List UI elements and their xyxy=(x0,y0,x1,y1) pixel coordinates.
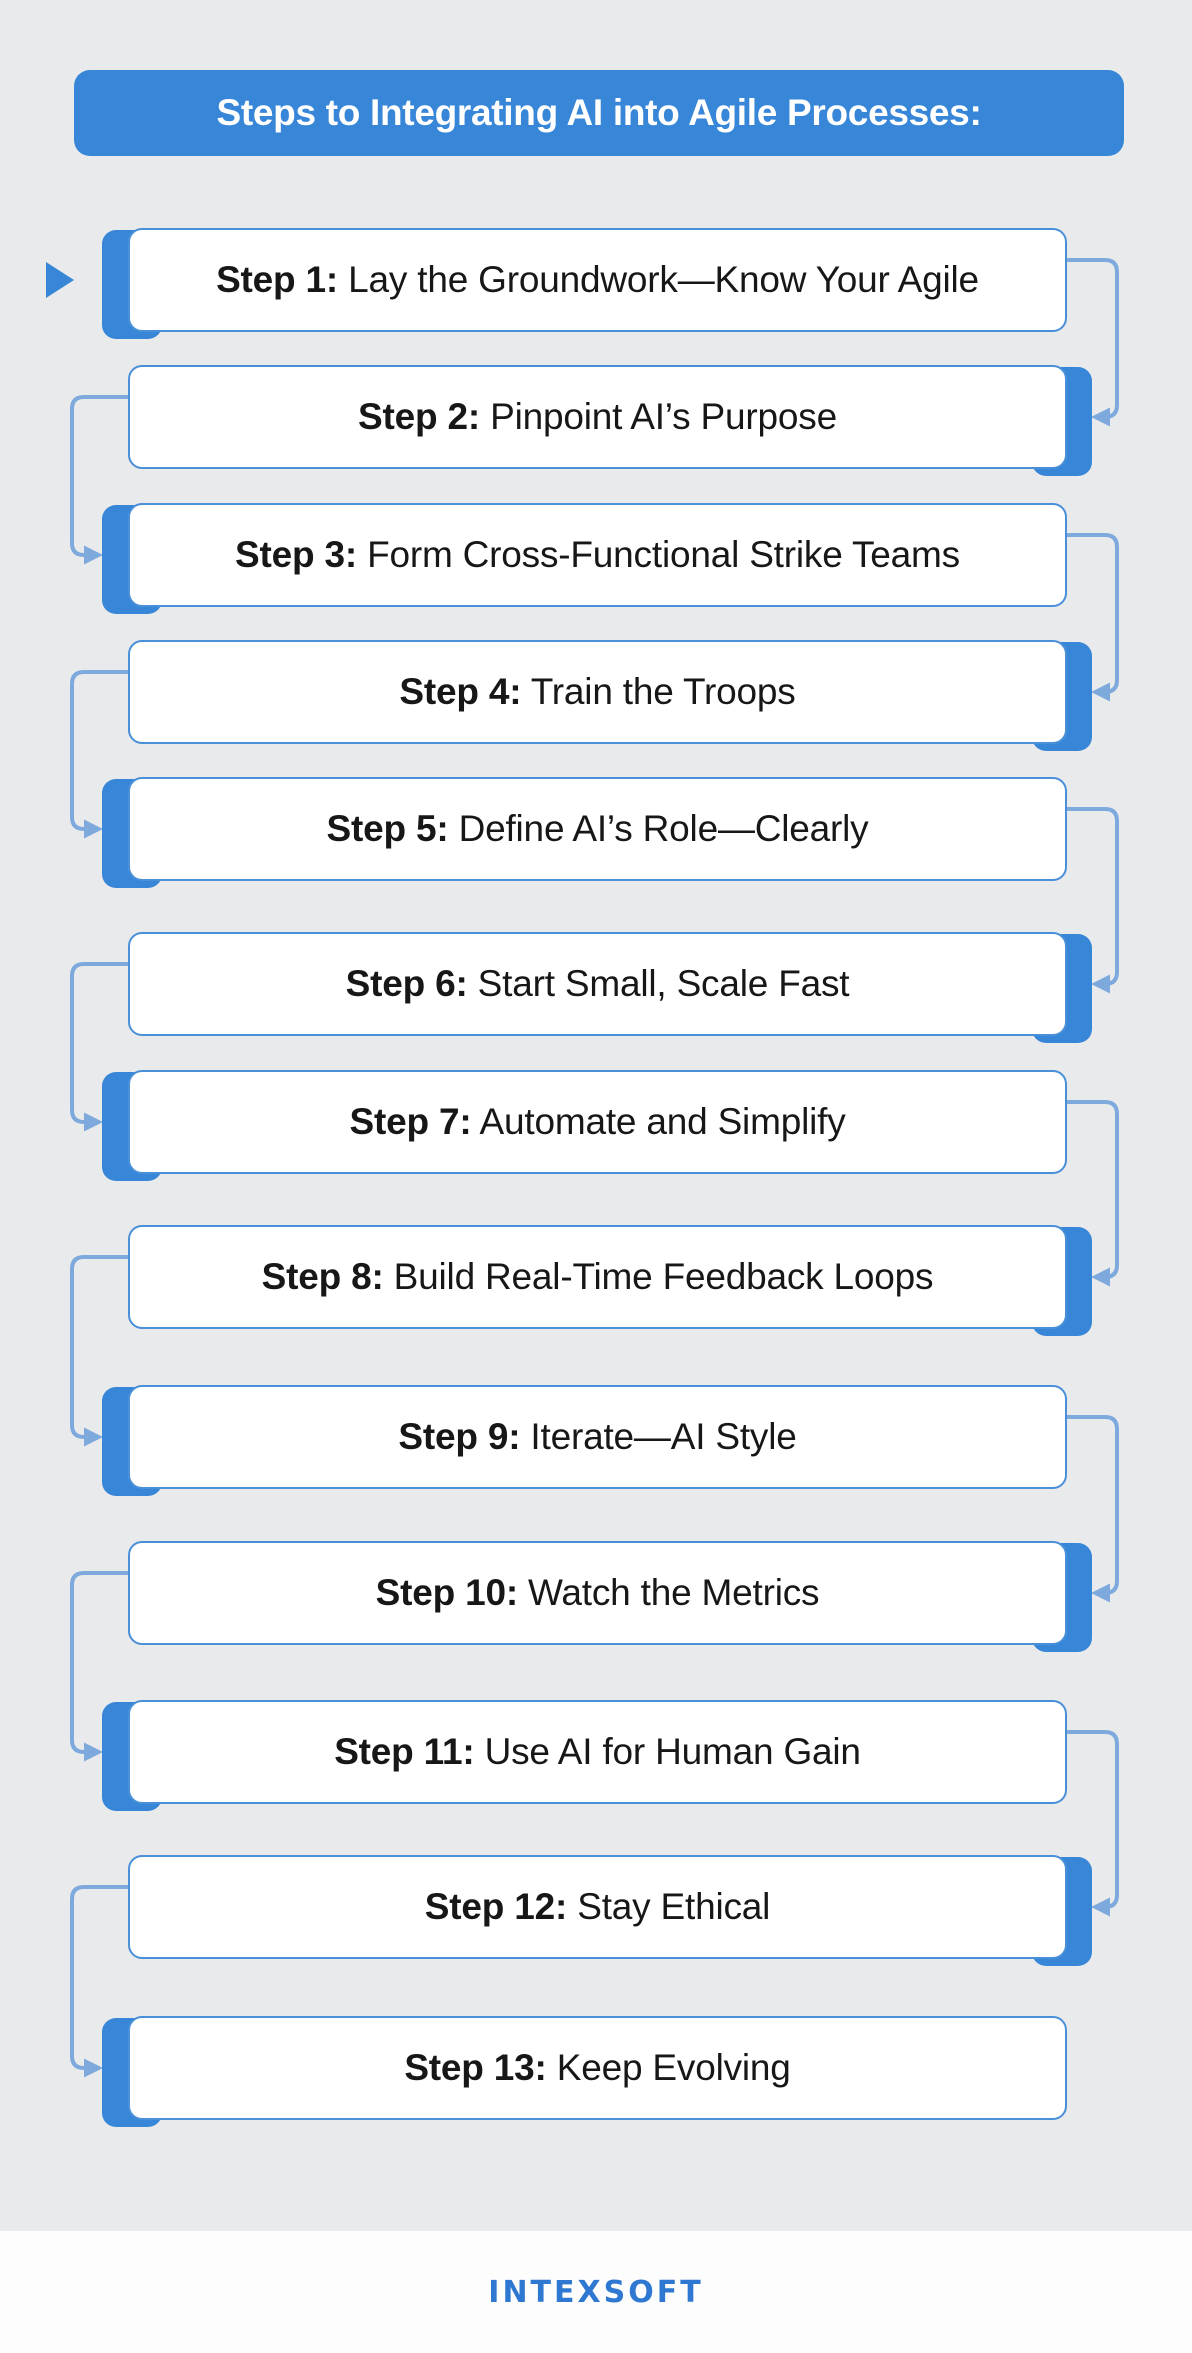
footer-bar: INTEXSOFT xyxy=(0,2231,1192,2353)
step-box-8: Step 8: Build Real-Time Feedback Loops xyxy=(128,1225,1067,1329)
step-number: Step 5: xyxy=(326,808,449,849)
step-number: Step 10: xyxy=(375,1572,519,1613)
step-box-2: Step 2: Pinpoint AI’s Purpose xyxy=(128,365,1067,469)
connector-arrow-icon xyxy=(84,2058,103,2078)
step-label: Step 5: Define AI’s Role—Clearly xyxy=(326,808,869,849)
connector-arrow-icon xyxy=(1091,1583,1110,1603)
step-label: Step 3: Form Cross-Functional Strike Tea… xyxy=(235,534,960,575)
connector-line-12-13 xyxy=(70,1885,128,2070)
step-label: Step 2: Pinpoint AI’s Purpose xyxy=(358,396,837,437)
connector-arrow-icon xyxy=(1091,682,1110,702)
step-number: Step 2: xyxy=(358,396,481,437)
connector-arrow-icon xyxy=(1091,1897,1110,1917)
intexsoft-logo: INTEXSOFT xyxy=(488,2274,704,2310)
step-box-7: Step 7: Automate and Simplify xyxy=(128,1070,1067,1174)
connector-line-2-3 xyxy=(70,395,128,557)
connector-arrow-icon xyxy=(84,545,103,565)
connector-line-8-9 xyxy=(70,1255,128,1439)
step-label: Step 4: Train the Troops xyxy=(399,671,796,712)
step-number: Step 4: xyxy=(399,671,522,712)
step-number: Step 8: xyxy=(261,1256,384,1297)
connector-arrow-icon xyxy=(84,1742,103,1762)
step-box-3: Step 3: Form Cross-Functional Strike Tea… xyxy=(128,503,1067,607)
step-box-6: Step 6: Start Small, Scale Fast xyxy=(128,932,1067,1036)
step-label: Step 9: Iterate—AI Style xyxy=(398,1416,797,1457)
step-box-5: Step 5: Define AI’s Role—Clearly xyxy=(128,777,1067,881)
connector-arrow-icon xyxy=(84,1112,103,1132)
connector-line-10-11 xyxy=(70,1571,128,1754)
step-number: Step 6: xyxy=(345,963,468,1004)
step-number: Step 11: xyxy=(334,1731,475,1772)
connector-arrow-icon xyxy=(84,819,103,839)
title-banner: Steps to Integrating AI into Agile Proce… xyxy=(74,70,1124,156)
step-number: Step 13: xyxy=(404,2047,547,2088)
step-number: Step 3: xyxy=(235,534,357,575)
step-box-1: Step 1: Lay the Groundwork—Know Your Agi… xyxy=(128,228,1067,332)
title-text: Steps to Integrating AI into Agile Proce… xyxy=(216,92,982,133)
connector-line-4-5 xyxy=(70,670,128,831)
step-label: Step 7: Automate and Simplify xyxy=(349,1101,846,1142)
step-box-12: Step 12: Stay Ethical xyxy=(128,1855,1067,1959)
connector-arrow-icon xyxy=(1091,974,1110,994)
connector-arrow-icon xyxy=(1091,1267,1110,1287)
step-number: Step 7: xyxy=(349,1101,472,1142)
step-label: Step 11: Use AI for Human Gain xyxy=(334,1731,861,1772)
step-number: Step 12: xyxy=(424,1886,568,1927)
step-label: Step 1: Lay the Groundwork—Know Your Agi… xyxy=(216,259,979,300)
step-box-9: Step 9: Iterate—AI Style xyxy=(128,1385,1067,1489)
step-label: Step 8: Build Real-Time Feedback Loops xyxy=(261,1256,934,1297)
step-box-10: Step 10: Watch the Metrics xyxy=(128,1541,1067,1645)
step-box-11: Step 11: Use AI for Human Gain xyxy=(128,1700,1067,1804)
step-label: Step 12: Stay Ethical xyxy=(424,1886,771,1927)
connector-arrow-icon xyxy=(84,1427,103,1447)
connector-arrow-icon xyxy=(1091,407,1110,427)
step-label: Step 10: Watch the Metrics xyxy=(375,1572,820,1613)
step-number: Step 1: xyxy=(216,259,339,300)
start-arrow-icon xyxy=(46,262,74,298)
step-number: Step 9: xyxy=(398,1416,521,1457)
step-box-13: Step 13: Keep Evolving xyxy=(128,2016,1067,2120)
step-label: Step 13: Keep Evolving xyxy=(404,2047,791,2088)
step-label: Step 6: Start Small, Scale Fast xyxy=(345,963,850,1004)
connector-line-6-7 xyxy=(70,962,128,1124)
step-box-4: Step 4: Train the Troops xyxy=(128,640,1067,744)
